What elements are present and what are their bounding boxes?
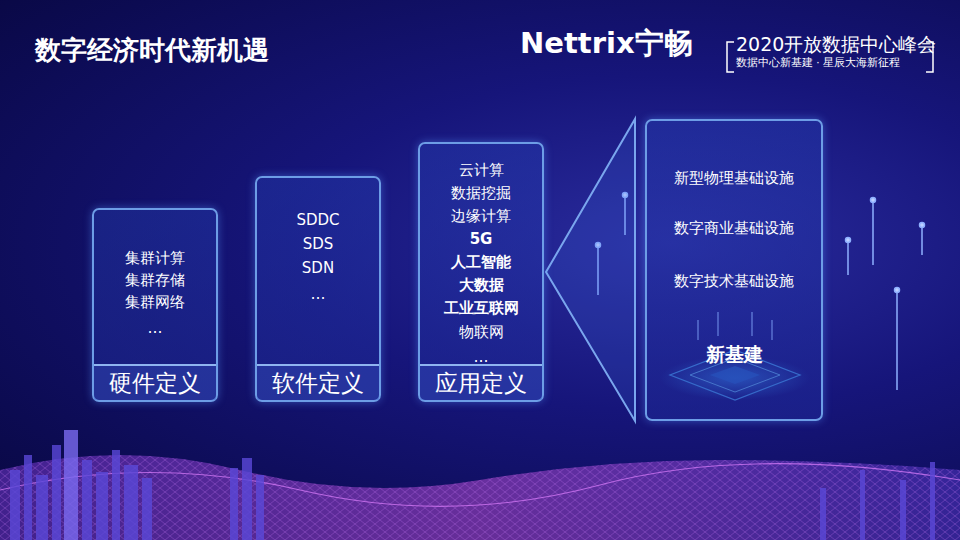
wave-mesh [0, 455, 960, 540]
item-text: … [257, 284, 379, 304]
item-text: 大数据 [420, 275, 542, 295]
item-text: 工业互联网 [420, 298, 542, 318]
category-box: 集群计算集群存储集群网络 … 硬件定义 [92, 208, 218, 402]
item-text: 数字商业基础设施 [647, 218, 821, 238]
item-text: 边缘计算 [420, 206, 542, 226]
item-text: 新基建 [647, 344, 821, 364]
item-text: 数字技术基础设施 [647, 271, 821, 291]
event-name: 2020开放数据中心峰会 [736, 32, 936, 58]
item-text: 新型物理基础设施 [647, 168, 821, 188]
wave-mesh [0, 455, 960, 540]
item-text: 数据挖掘 [420, 183, 542, 203]
brand-logo: Nettrix宁畅 [520, 24, 693, 64]
item-text: 集群计算 [94, 248, 216, 268]
item-text: SDDC [257, 210, 379, 230]
item-text: 云计算 [420, 160, 542, 180]
item-text: SDS [257, 234, 379, 254]
slide-title: 数字经济时代新机遇 [35, 33, 269, 68]
funnel-connector [546, 119, 635, 421]
item-text: 物联网 [420, 322, 542, 342]
category-label: 应用定义 [420, 364, 542, 400]
item-text: … [94, 318, 216, 338]
item-text: 5G [420, 229, 542, 249]
item-text: 集群网络 [94, 292, 216, 312]
infrastructure-panel: 新型物理基础设施数字商业基础设施数字技术基础设施新基建 [645, 119, 823, 421]
category-label: 软件定义 [257, 364, 379, 400]
item-text: 集群存储 [94, 270, 216, 290]
funnel-shape [546, 119, 635, 421]
category-box: SDDC SDS SDN … 软件定义 [255, 176, 381, 402]
item-text: SDN [257, 258, 379, 278]
category-box: 云计算数据挖掘边缘计算5G人工智能大数据工业互联网物联网…应用定义 [418, 142, 544, 402]
event-slogan: 数据中心新基建 · 星辰大海新征程 [736, 56, 900, 70]
item-text: 人工智能 [420, 252, 542, 272]
city-skyline [10, 430, 935, 540]
category-label: 硬件定义 [94, 364, 216, 400]
